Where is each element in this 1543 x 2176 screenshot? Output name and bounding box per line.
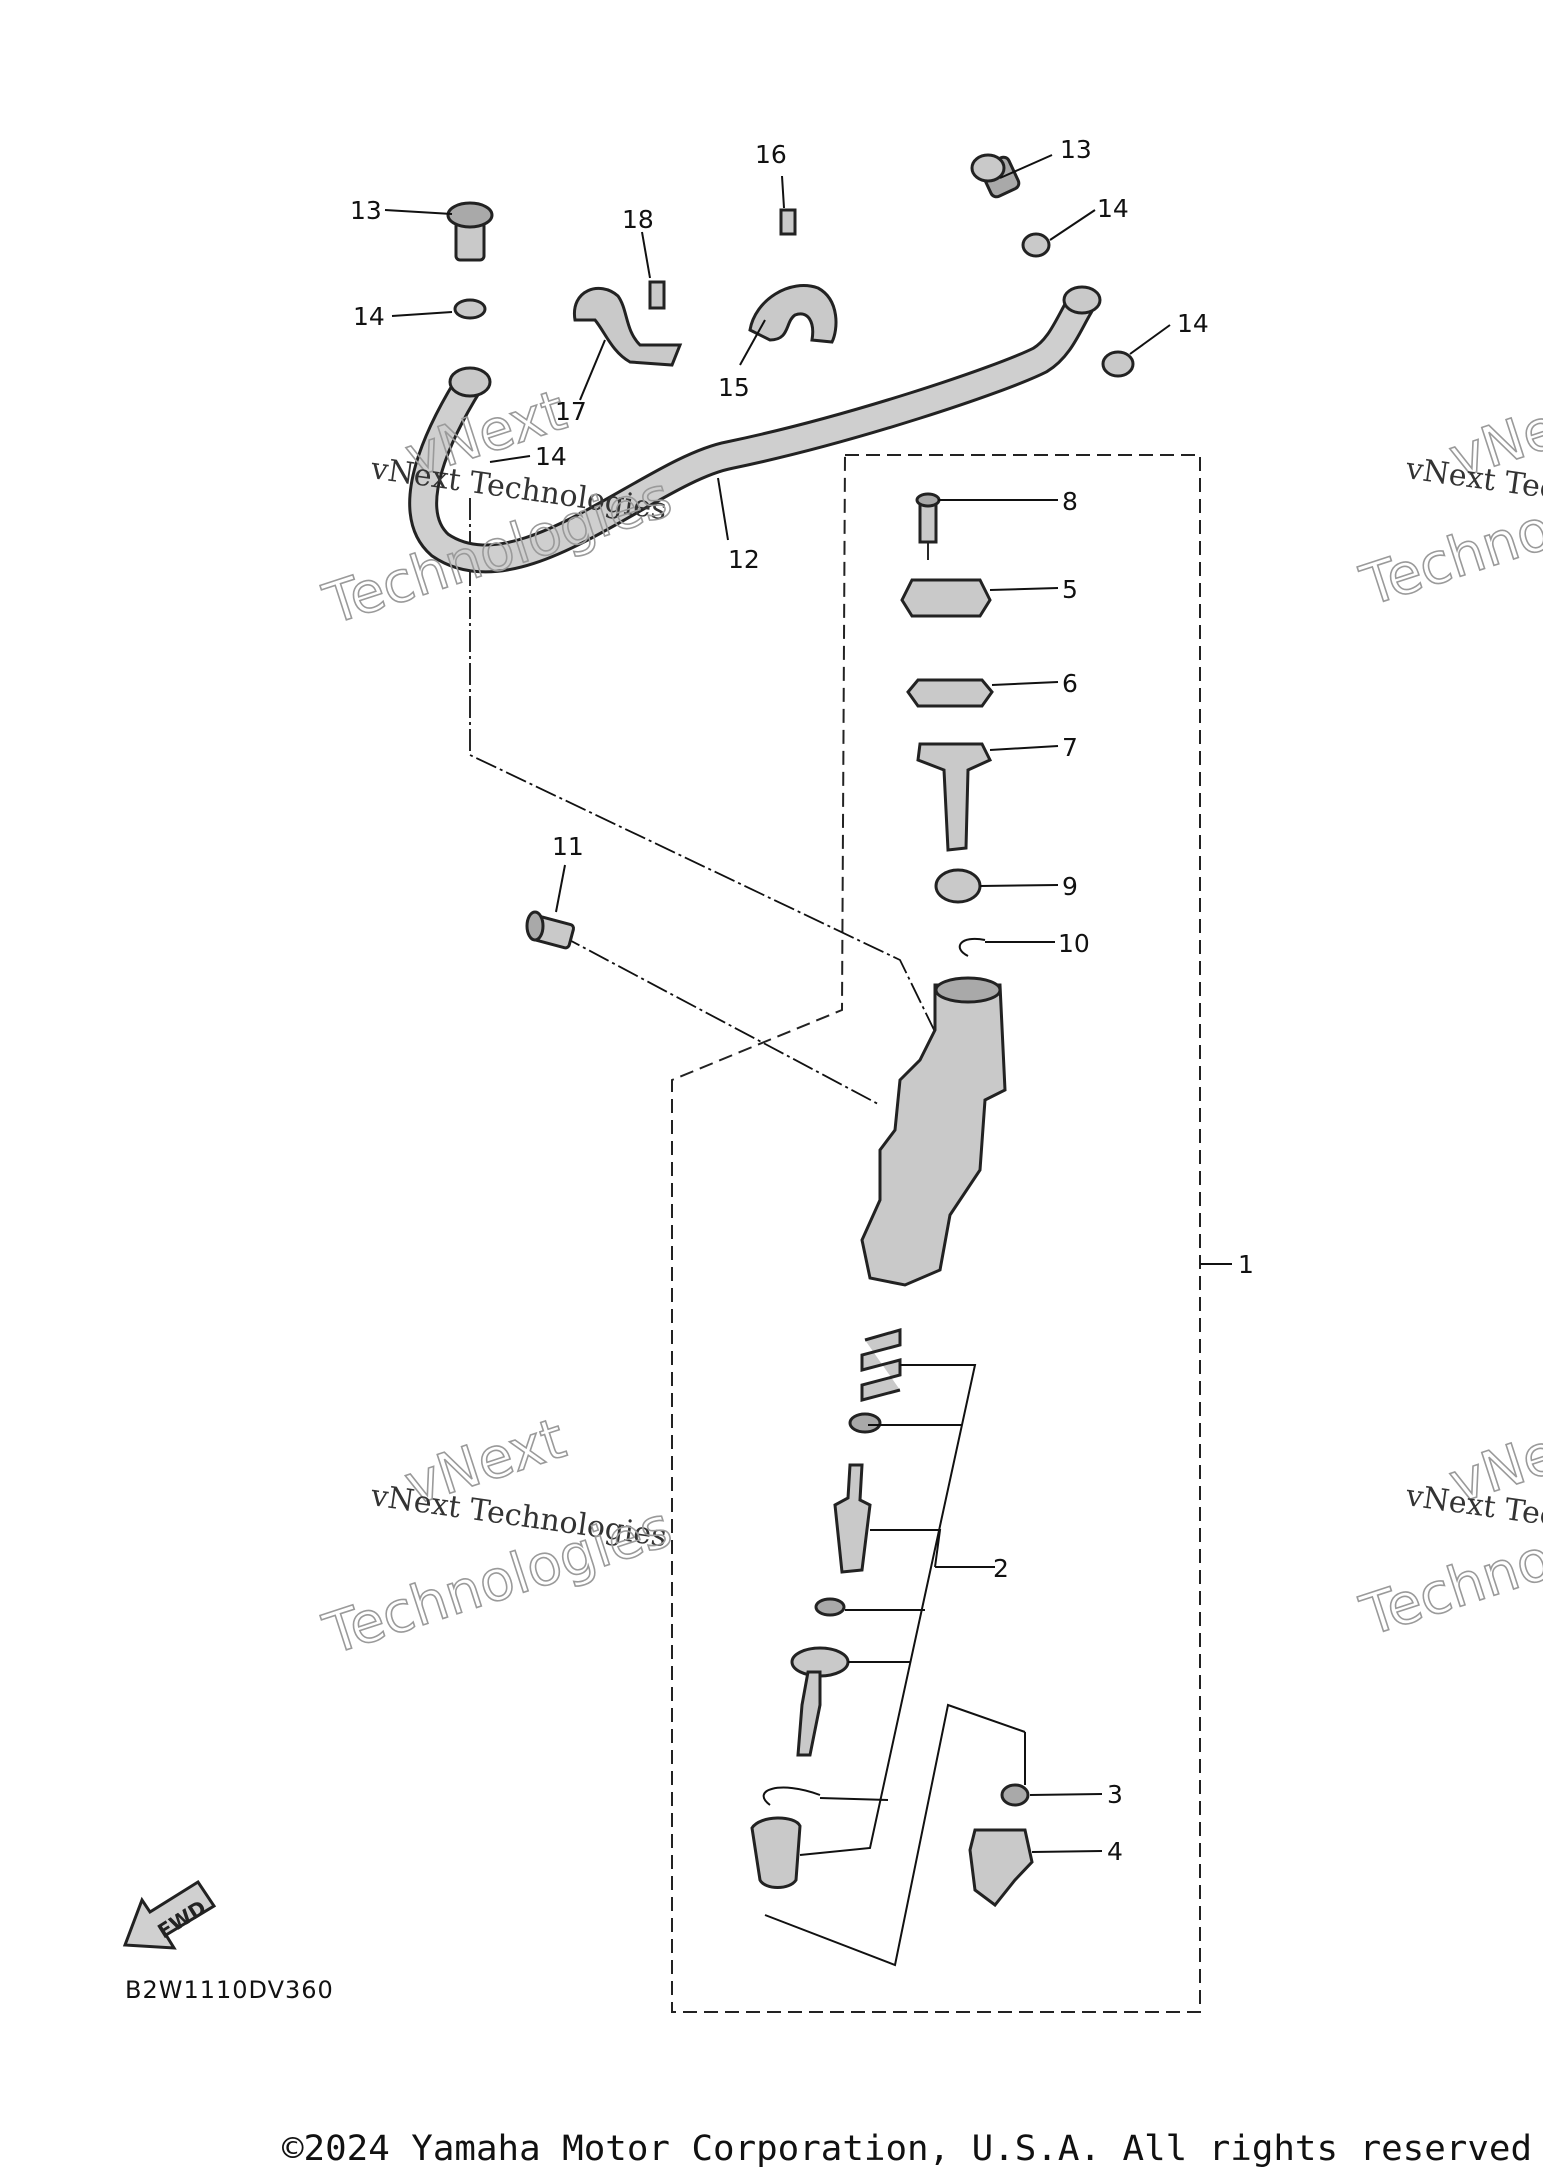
copyright-notice: ©2024 Yamaha Motor Corporation, U.S.A. A…	[282, 2129, 1532, 2169]
push-rod	[796, 1670, 822, 1757]
circlip-10	[958, 937, 986, 957]
screw-8	[918, 500, 938, 544]
callout-2: 2	[993, 1554, 1009, 1583]
leader-7	[989, 745, 1059, 751]
callout-7: 7	[1062, 733, 1078, 762]
piston	[833, 1463, 872, 1574]
bolt-18	[648, 280, 666, 310]
callout-13-left: 13	[350, 196, 382, 225]
reservoir-cap-9	[934, 868, 982, 904]
callout-8: 8	[1062, 487, 1078, 516]
leader-2-bracket	[799, 1364, 995, 1856]
svg-text:Techno: Techno	[1353, 497, 1543, 619]
chain-line-hose	[469, 498, 939, 1039]
hose-guide-17	[573, 286, 683, 367]
union-bolt-13-right-head	[970, 153, 1006, 183]
union-bolt-13-left-head	[446, 201, 494, 229]
callout-14-right-b: 14	[1177, 309, 1209, 338]
washer-14-right-b	[1101, 350, 1135, 378]
leader-15	[739, 319, 766, 366]
washer-14-left	[453, 298, 487, 320]
bolt-16	[779, 208, 797, 236]
leader-4	[1031, 1850, 1103, 1853]
union-bolt-left-eye	[448, 366, 492, 398]
leader-6	[991, 681, 1059, 686]
callout-9: 9	[1062, 872, 1078, 901]
callout-5: 5	[1062, 575, 1078, 604]
brake-hose-fill	[411, 293, 1092, 571]
screw-8-head	[915, 492, 941, 508]
circlip-kit	[762, 1786, 821, 1806]
drawing-code: B2W1110DV360	[125, 1976, 334, 2004]
watermark-lower: vNext vNext Technologies Technologies	[315, 1405, 680, 1668]
bolt-11-head	[525, 910, 545, 942]
leader-14-left	[391, 311, 453, 317]
callout-12: 12	[728, 545, 760, 574]
reservoir-cap-5	[900, 578, 992, 618]
callout-14-left: 14	[353, 302, 385, 331]
seal-a	[848, 1412, 882, 1434]
callout-4: 4	[1107, 1837, 1123, 1866]
master-cylinder-top	[934, 976, 1002, 1004]
callout-18: 18	[622, 205, 654, 234]
leader-14-lower	[489, 455, 531, 463]
master-cylinder-body	[860, 983, 1007, 1287]
seal-b	[814, 1597, 846, 1617]
boot	[750, 1816, 802, 1889]
leader-12	[717, 477, 729, 541]
leader-14-right-a	[1049, 209, 1096, 241]
union-bolt-right-eye	[1062, 285, 1102, 315]
fwd-arrow-icon: FWD	[122, 1879, 217, 1950]
leader-13-right	[999, 154, 1053, 179]
leader-3	[1029, 1793, 1103, 1796]
diaphragm-holder-6	[906, 678, 994, 708]
watermark-upper: vNext vNext Technologies Technologies	[315, 377, 680, 638]
callout-3: 3	[1107, 1780, 1123, 1809]
svg-text:Techno: Techno	[1353, 1527, 1543, 1649]
callout-1: 1	[1238, 1250, 1254, 1279]
callout-15: 15	[718, 373, 750, 402]
leader-17	[579, 339, 606, 401]
washer-14-right-a	[1021, 232, 1051, 258]
spring	[860, 1328, 902, 1402]
callout-11: 11	[552, 832, 584, 861]
leader-3-4-bracket	[764, 1703, 1026, 1967]
assembly-boundary	[671, 454, 1201, 2013]
chain-line-bolt	[559, 934, 881, 1106]
watermark-right-lower: vNe vNext Tec Techno	[1352, 1420, 1543, 1650]
nut-3	[1000, 1783, 1030, 1807]
watermark-right-upper: vNe vNext Tec Techno	[1352, 395, 1543, 620]
callout-14-lower: 14	[535, 442, 567, 471]
callout-16: 16	[755, 140, 787, 169]
callout-14-right-a: 14	[1097, 194, 1129, 223]
callout-10: 10	[1058, 929, 1090, 958]
leader-13-left	[384, 209, 453, 215]
diaphragm-7	[916, 742, 993, 852]
callout-13-right: 13	[1060, 135, 1092, 164]
leader-9	[979, 884, 1059, 887]
leader-5	[989, 587, 1059, 591]
clevis-4	[968, 1828, 1034, 1908]
callout-17: 17	[555, 397, 587, 426]
leader-11	[555, 864, 566, 913]
leader-16	[781, 175, 785, 209]
hose-guide-15	[748, 284, 838, 344]
leader-18	[641, 231, 651, 279]
leader-14-right-b	[1129, 324, 1171, 355]
callout-6: 6	[1062, 669, 1078, 698]
